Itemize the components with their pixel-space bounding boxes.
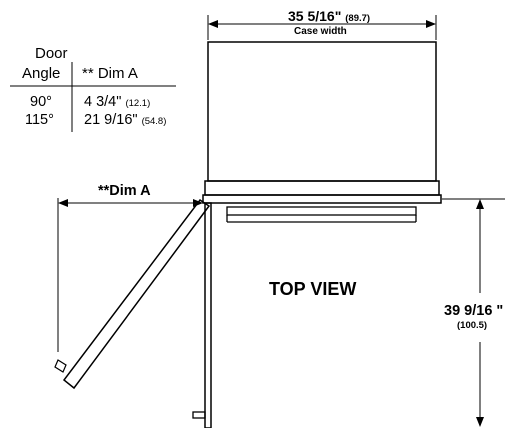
case-width-value: 35 5/16" (89.7) <box>288 9 370 24</box>
hinge-stop <box>192 411 206 419</box>
handle-strip <box>226 206 417 216</box>
table-header-door: Door <box>35 45 68 62</box>
door-at-115-degrees <box>62 198 211 390</box>
dim-90-value: 4 3/4" <box>84 94 122 110</box>
table-row-dim-90: 4 3/4" (12.1) <box>84 95 150 110</box>
dim-115-value: 21 9/16" <box>84 112 138 128</box>
door-handle-end <box>54 359 67 373</box>
case-width-caption: Case width <box>294 26 347 37</box>
dim-115-metric: (54.8) <box>141 116 167 127</box>
cabinet-face-frame <box>204 180 440 196</box>
table-row-dim-115: 21 9/16" (54.8) <box>84 113 166 128</box>
door-at-90-degrees <box>204 202 212 428</box>
door-front-rail <box>202 194 442 204</box>
depth-value: 39 9/16 " <box>444 303 504 319</box>
case-width-imperial: 35 5/16" <box>288 8 342 24</box>
top-view-label: TOP VIEW <box>269 279 357 299</box>
table-header-dim-a: ** Dim A <box>82 65 138 82</box>
cabinet-case <box>207 41 437 182</box>
dim-90-metric: (12.1) <box>125 98 151 109</box>
table-row-angle-115: 115° <box>25 112 54 128</box>
table-row-angle-90: 90° <box>30 94 52 110</box>
depth-metric: (100.5) <box>457 320 488 331</box>
table-header-angle: Angle <box>22 65 61 82</box>
dim-a-label: **Dim A <box>98 183 151 199</box>
case-width-metric: (89.7) <box>345 13 371 24</box>
